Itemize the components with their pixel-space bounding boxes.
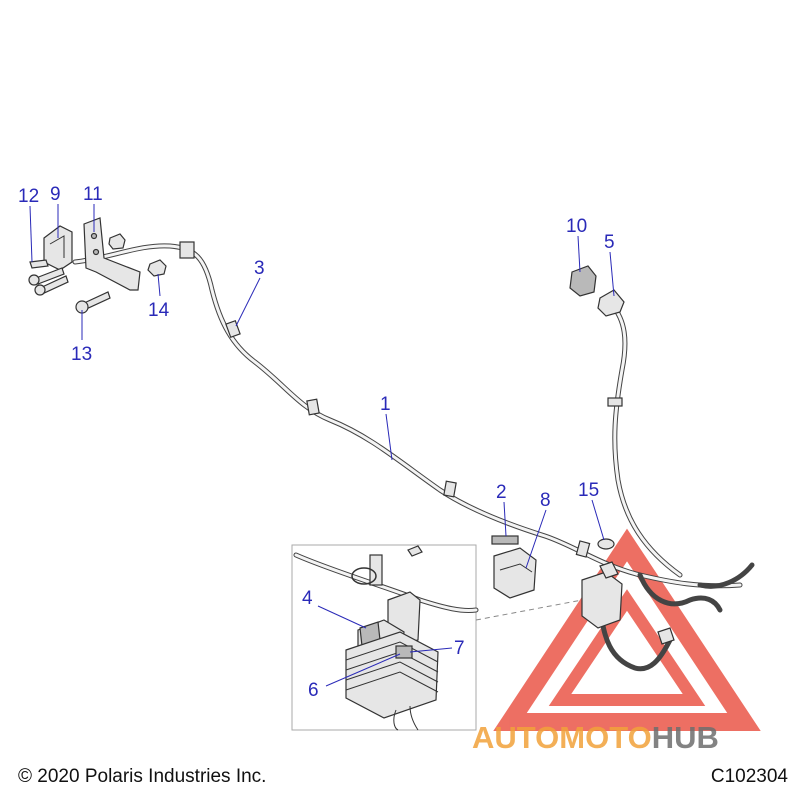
callout-10: 10 bbox=[566, 216, 587, 237]
watermark-text-b: HUB bbox=[652, 720, 719, 755]
callout-2: 2 bbox=[496, 482, 507, 503]
callout-8: 8 bbox=[540, 490, 551, 511]
relay-bracket bbox=[491, 535, 675, 645]
bracket-assembly bbox=[28, 217, 167, 314]
watermark-text: AUTOMOTOHUB bbox=[472, 720, 719, 755]
figure-id: C102304 bbox=[710, 766, 788, 787]
callout-4: 4 bbox=[302, 588, 313, 609]
callout-1: 1 bbox=[380, 394, 391, 415]
leader-lines bbox=[29, 204, 615, 687]
callout-11: 11 bbox=[83, 184, 103, 205]
callout-14: 14 bbox=[148, 300, 170, 321]
callout-15: 15 bbox=[578, 480, 599, 501]
watermark-text-a: AUTOMOTO bbox=[472, 720, 652, 755]
callout-6: 6 bbox=[308, 680, 319, 701]
callout-7: 7 bbox=[454, 638, 465, 659]
copyright-text: © 2020 Polaris Industries Inc. bbox=[18, 766, 267, 787]
detail-inset bbox=[291, 544, 583, 731]
callout-12: 12 bbox=[18, 186, 39, 207]
connector-parts bbox=[569, 265, 625, 317]
watermark-logo bbox=[493, 528, 761, 731]
callout-3: 3 bbox=[254, 258, 265, 279]
callout-9: 9 bbox=[50, 184, 61, 205]
callout-5: 5 bbox=[604, 232, 615, 253]
callout-13: 13 bbox=[71, 344, 92, 365]
